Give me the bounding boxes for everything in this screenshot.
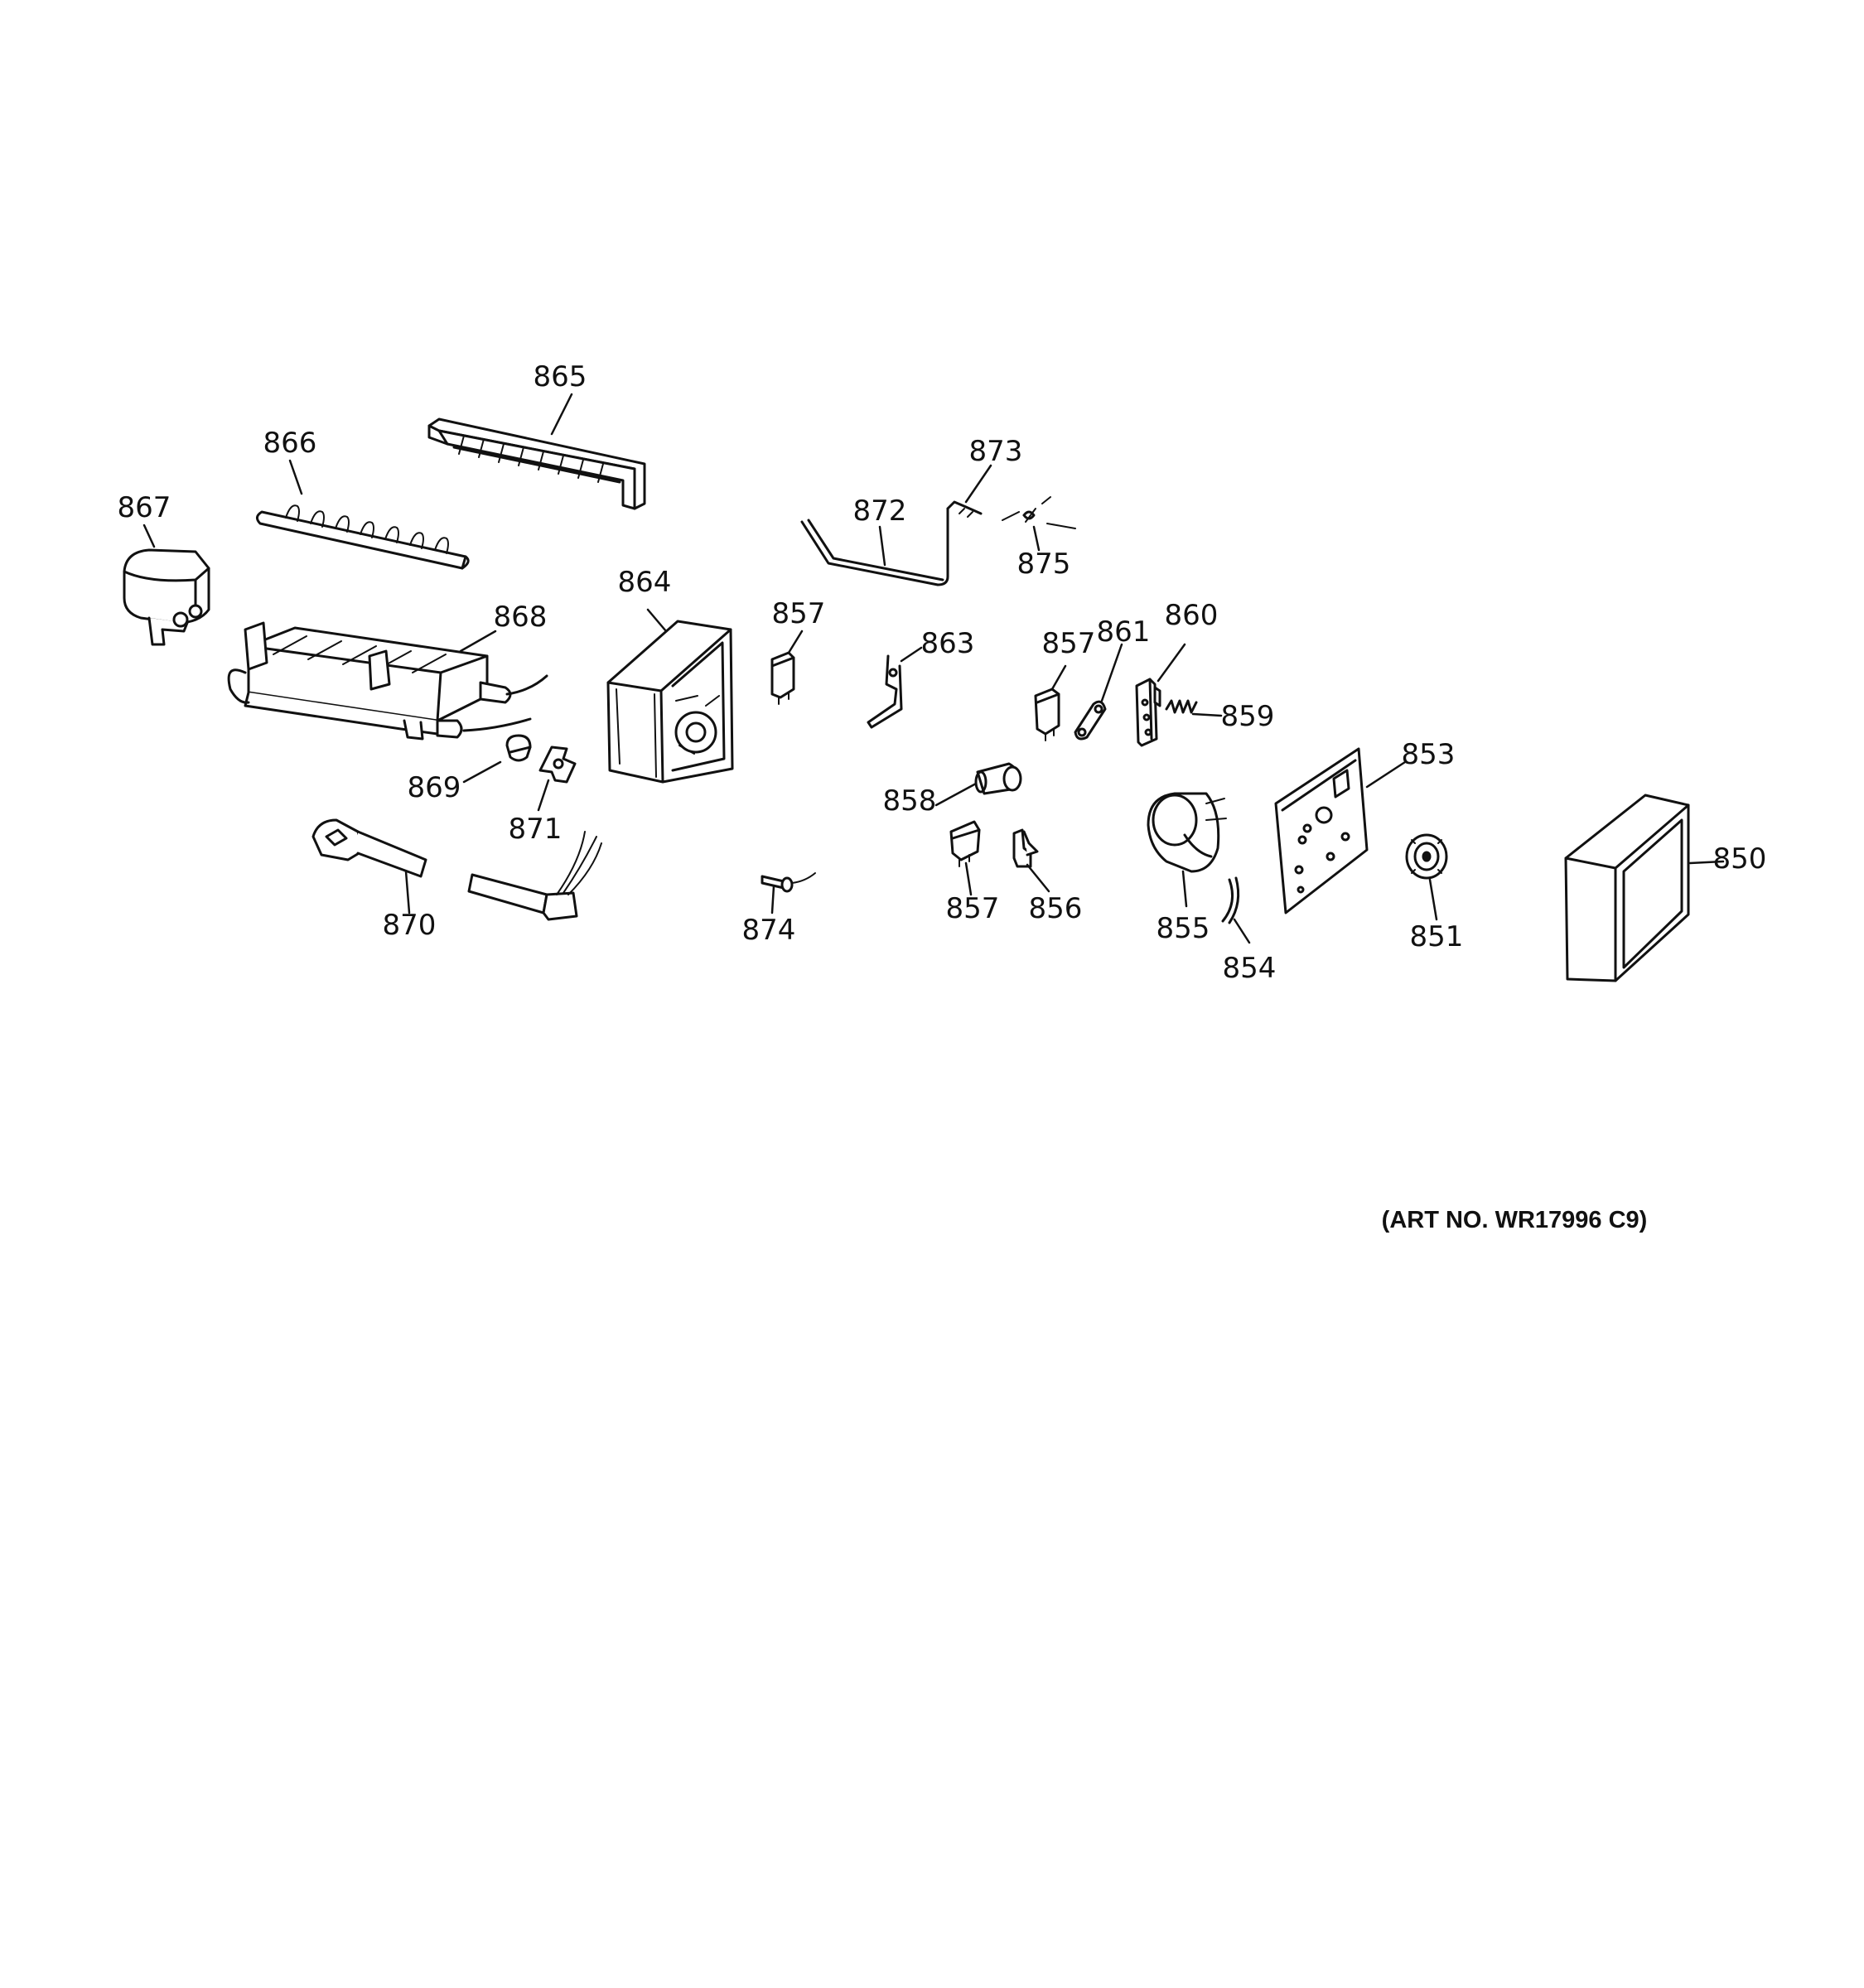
leader-873	[964, 464, 992, 504]
leader-863	[900, 646, 923, 663]
label-855: 855	[1157, 912, 1210, 945]
part-872-drawing	[800, 507, 949, 586]
part-866-drawing	[256, 504, 470, 570]
label-858: 858	[883, 784, 937, 818]
leader-857c	[964, 861, 973, 896]
label-865: 865	[534, 360, 587, 393]
part-869-drawing	[505, 734, 532, 762]
part-853-drawing	[1274, 747, 1369, 914]
label-857b: 857	[1042, 627, 1096, 660]
leader-856	[1026, 863, 1050, 893]
part-857c-drawing	[949, 820, 981, 867]
part-859-drawing	[1165, 699, 1198, 714]
leader-859	[1191, 712, 1223, 717]
part-854-drawing	[1221, 876, 1240, 924]
part-873-drawing	[946, 500, 983, 518]
label-873: 873	[969, 435, 1023, 468]
part-labels: 865 866 867 868 864 873 872 875 857 863 …	[118, 360, 1767, 985]
leader-872	[878, 525, 886, 567]
leader-875	[1032, 525, 1041, 552]
leader-865	[550, 393, 573, 436]
part-863-drawing	[867, 654, 903, 729]
leader-870	[404, 870, 411, 914]
label-850: 850	[1713, 842, 1767, 876]
leader-866	[288, 459, 303, 495]
label-856: 856	[1029, 892, 1083, 925]
leader-861	[1100, 643, 1123, 702]
part-865-drawing	[427, 417, 646, 510]
label-874: 874	[742, 914, 796, 947]
part-870-drawing	[311, 818, 427, 878]
part-851-drawing	[1405, 833, 1448, 880]
part-860-drawing	[1135, 678, 1161, 747]
label-851: 851	[1410, 920, 1464, 953]
part-864-drawing	[606, 620, 734, 784]
label-857c: 857	[946, 892, 1000, 925]
leader-874	[770, 885, 775, 914]
leader-850	[1688, 860, 1725, 865]
part-855-drawing	[1147, 792, 1227, 873]
part-867-drawing	[123, 548, 210, 646]
label-867: 867	[118, 491, 171, 524]
label-866: 866	[263, 427, 317, 460]
label-864: 864	[618, 566, 672, 599]
leader-851	[1428, 878, 1438, 921]
wire-connector-drawing	[467, 831, 602, 921]
part-874-drawing	[761, 872, 816, 893]
leader-858	[934, 782, 978, 807]
label-863: 863	[921, 627, 975, 660]
leader-871	[537, 779, 550, 812]
leader-857a	[787, 630, 804, 654]
leader-867	[142, 524, 156, 548]
label-853: 853	[1402, 738, 1456, 771]
art-number: (ART NO. WR17996 C9)	[1382, 1207, 1648, 1233]
leader-869	[462, 760, 502, 784]
part-858-drawing	[974, 762, 1022, 795]
label-868: 868	[494, 601, 548, 634]
label-870: 870	[383, 909, 437, 942]
part-856-drawing	[1012, 828, 1039, 868]
label-857a: 857	[772, 597, 826, 630]
label-861: 861	[1097, 615, 1151, 649]
leader-860	[1157, 643, 1186, 683]
leader-857b	[1050, 664, 1067, 691]
part-861-drawing	[1074, 700, 1107, 741]
label-854: 854	[1223, 952, 1277, 985]
leader-lines	[142, 393, 1725, 944]
part-857b-drawing	[1034, 688, 1060, 741]
part-868-drawing	[227, 621, 548, 741]
part-871-drawing	[538, 746, 577, 784]
leader-854	[1233, 918, 1251, 944]
label-869: 869	[408, 771, 461, 804]
leader-853	[1365, 760, 1407, 789]
leader-855	[1181, 870, 1188, 908]
label-872: 872	[853, 495, 907, 528]
label-871: 871	[509, 813, 563, 846]
label-860: 860	[1165, 599, 1219, 632]
part-875-drawing	[1002, 496, 1076, 529]
label-859: 859	[1221, 700, 1275, 733]
leader-864	[646, 608, 668, 633]
label-875: 875	[1017, 548, 1071, 581]
part-850-drawing	[1564, 794, 1690, 982]
leader-868	[459, 630, 497, 653]
part-857a-drawing	[770, 651, 795, 705]
